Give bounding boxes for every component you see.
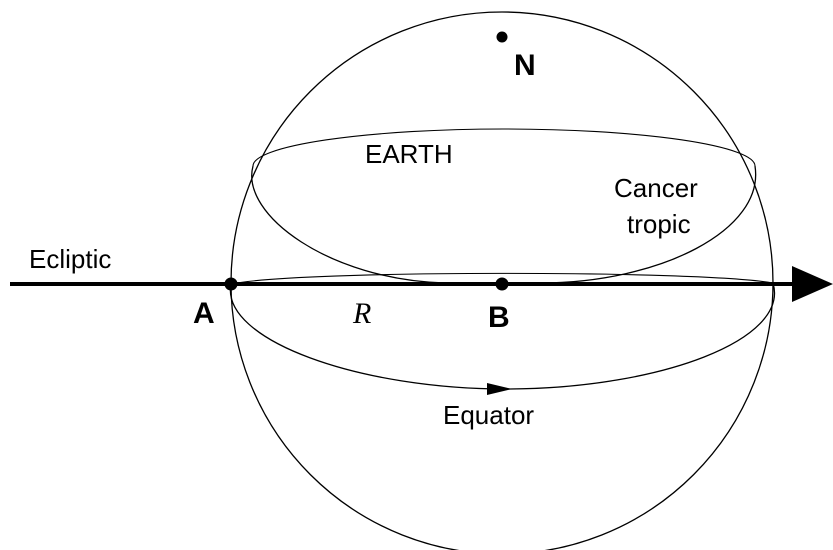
radius-label: R <box>352 297 371 330</box>
equator-label: Equator <box>443 400 534 430</box>
equator-front-arc <box>229 282 776 390</box>
point-a-label: A <box>193 297 215 330</box>
cancer-tropic-label-line1: Cancer <box>614 173 698 203</box>
point-n-dot <box>496 31 508 43</box>
equator-back-arc <box>230 272 774 285</box>
north-label: N <box>514 49 536 82</box>
point-a-dot <box>224 277 238 291</box>
cancer-tropic-back-arc <box>252 128 756 167</box>
earth-label: EARTH <box>365 139 453 169</box>
ecliptic-label: Ecliptic <box>29 244 111 274</box>
point-b-label: B <box>488 301 510 334</box>
equator-arrowhead <box>487 383 512 395</box>
cancer-tropic-front-arc <box>251 165 757 284</box>
cancer-tropic-label-line2: tropic <box>627 209 691 239</box>
point-b-dot <box>495 277 509 291</box>
ecliptic-arrowhead <box>792 266 833 302</box>
